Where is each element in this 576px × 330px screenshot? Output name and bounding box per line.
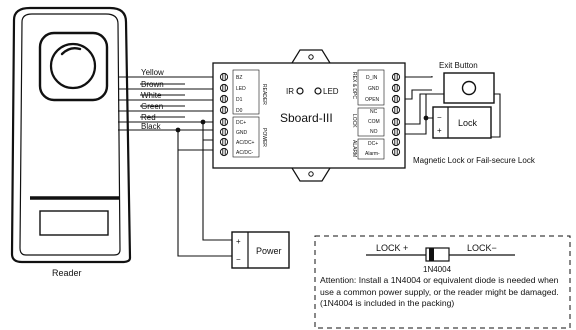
wire-label-black: Black bbox=[141, 122, 162, 131]
wire-label-white: White bbox=[141, 91, 162, 100]
board-title: Sboard-III bbox=[280, 111, 333, 125]
board-right-terminal-3 bbox=[391, 94, 401, 104]
diode-lock-plus-label: LOCK + bbox=[376, 243, 408, 253]
board-right-terminal-4 bbox=[391, 105, 401, 115]
board-pin-alarm-minus: Alarm- bbox=[365, 151, 380, 157]
board-right-terminal-6 bbox=[391, 127, 401, 137]
board-pin-dc-plus: DC+ bbox=[236, 120, 246, 126]
board-group-rex-dpc: REX & DPC bbox=[351, 72, 357, 99]
controller-board: BZ LED D1 D0 DC+ GND AC/DC+ AC/DC- READE… bbox=[212, 49, 406, 182]
board-left-terminal-1 bbox=[219, 72, 229, 82]
reader-sensor-icon bbox=[38, 31, 109, 102]
exit-button-label: Exit Button bbox=[439, 61, 478, 70]
board-left-terminal-3 bbox=[219, 94, 229, 104]
power-plus-label: + bbox=[236, 237, 241, 246]
diode-symbol-icon bbox=[425, 247, 450, 262]
board-group-reader: READER bbox=[261, 84, 267, 105]
board-left-terminal-7 bbox=[219, 137, 229, 147]
wire-label-yellow: Yellow bbox=[141, 68, 164, 77]
board-pin-led: LED bbox=[236, 86, 246, 92]
diode-part-label: 1N4004 bbox=[423, 265, 452, 274]
board-right-terminal-7 bbox=[391, 137, 401, 147]
board-pin-com: COM bbox=[368, 119, 380, 125]
exit-button-device: Exit Button bbox=[439, 61, 495, 104]
lock-plus-label: + bbox=[437, 126, 442, 135]
board-pin-bz: BZ bbox=[236, 75, 242, 81]
board-right-terminal-1 bbox=[391, 72, 401, 82]
board-pin-nc: NC bbox=[370, 109, 378, 115]
board-group-lock: LOCK bbox=[351, 114, 357, 128]
wire-label-red: Red bbox=[141, 113, 156, 122]
board-led-indicator bbox=[314, 87, 322, 95]
board-left-terminal-8 bbox=[219, 147, 229, 157]
board-pin-d-in: D_IN bbox=[366, 75, 378, 81]
power-device: + − Power bbox=[231, 231, 290, 269]
reader-card-slot bbox=[39, 210, 109, 236]
board-left-terminal-4 bbox=[219, 105, 229, 115]
board-right-terminal-5 bbox=[391, 117, 401, 127]
wire-label-green: Green bbox=[141, 102, 163, 111]
board-pin-acdc-plus: AC/DC+ bbox=[236, 140, 255, 146]
board-ir-indicator bbox=[296, 87, 304, 95]
lock-device: − + Lock bbox=[432, 106, 492, 139]
lock-label: Lock bbox=[458, 118, 478, 128]
board-left-terminal-5 bbox=[219, 117, 229, 127]
diode-note-box: LOCK + LOCK− 1N4004 bbox=[314, 235, 571, 329]
board-pin-gnd: GND bbox=[236, 130, 248, 136]
board-pin-gnd-2: GND bbox=[368, 86, 380, 92]
reader-wires: Yellow Brown White Green Red Black bbox=[118, 68, 232, 257]
board-left-terminal-6 bbox=[219, 127, 229, 137]
board-pin-dc-plus-2: DC+ bbox=[368, 141, 378, 147]
board-pin-acdc-minus: AC/DC- bbox=[236, 150, 254, 156]
board-right-terminal-2 bbox=[391, 83, 401, 93]
reader-device: Reader bbox=[10, 6, 132, 278]
board-ir-label: IR bbox=[286, 87, 294, 96]
board-group-power: POWER bbox=[261, 128, 267, 147]
board-left-terminal-2 bbox=[219, 83, 229, 93]
board-led-label: LED bbox=[323, 87, 339, 96]
exit-button-icon bbox=[461, 80, 477, 96]
diode-attention-note: Attention: Install a 1N4004 or equivalen… bbox=[320, 275, 559, 308]
diode-lock-minus-label: LOCK− bbox=[467, 243, 497, 253]
lock-minus-label: − bbox=[437, 113, 442, 122]
power-minus-label: − bbox=[236, 255, 241, 264]
reader-label: Reader bbox=[52, 268, 82, 278]
board-right-terminal-8 bbox=[391, 147, 401, 157]
power-label: Power bbox=[256, 246, 282, 256]
board-pin-d1: D1 bbox=[236, 97, 243, 103]
board-pin-no: NO bbox=[370, 129, 378, 135]
wire-label-brown: Brown bbox=[141, 80, 164, 89]
lock-caption: Magnetic Lock or Fail-secure Lock bbox=[413, 156, 536, 165]
board-pin-d0: D0 bbox=[236, 108, 243, 114]
board-group-alarm: ALARM bbox=[351, 140, 357, 157]
board-pin-open: OPEN bbox=[365, 97, 380, 103]
